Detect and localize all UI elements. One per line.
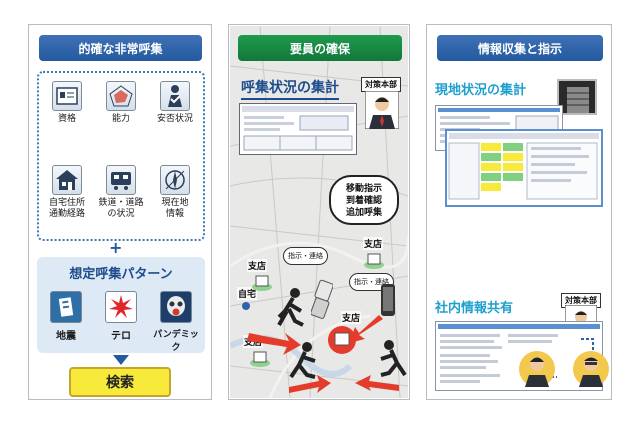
pandemic-pattern[interactable]: パンデミック (149, 291, 203, 353)
branch-building-icon (252, 275, 272, 291)
branch-label-1: 支店 (363, 237, 384, 250)
panel1-title: 的確な非常呼集 (39, 35, 202, 61)
id-card-icon (56, 87, 78, 105)
radar-chart-icon (109, 85, 133, 107)
internal-info-headline: 社内情報共有 (435, 301, 514, 316)
branch-building-icon (250, 351, 270, 367)
instruction-bubble: 移動指示 到着確認 追加呼集 (329, 175, 399, 225)
qualification-label: 資格 (57, 114, 76, 124)
panel3-title: 情報収集と指示 (437, 35, 603, 61)
search-button[interactable]: 検索 (69, 367, 171, 397)
instruction-cloud-1: 指示・連絡 (283, 247, 328, 265)
terror-pattern[interactable]: テロ (94, 291, 148, 342)
call-status-screen (239, 103, 357, 155)
panel2-title: 要員の確保 (238, 35, 402, 61)
hq-badge: 対策本部 (361, 77, 401, 92)
ability-label: 能力 (111, 114, 130, 124)
terror-label: テロ (111, 331, 131, 342)
home-address-label: 自宅住所 通勤経路 (48, 198, 85, 219)
running-person-icon (277, 288, 304, 327)
home-marker-icon (242, 302, 250, 310)
down-arrow-icon (113, 355, 129, 365)
info-collection-panel: 情報収集と指示 現地状況の集計 社内情 (426, 24, 612, 400)
branch-label-2: 支店 (247, 259, 268, 272)
movement-arrows (247, 315, 399, 393)
call-status-headline: 呼集状況の集計 (241, 77, 339, 100)
plus-sign: + (109, 238, 123, 257)
pandemic-label: パンデミック (153, 330, 199, 353)
gas-mask-icon (167, 296, 185, 316)
explosion-icon (109, 295, 133, 318)
emergency-call-panel: 的確な非常呼集 資格 能力 安否状況 (28, 24, 212, 400)
flip-phone-icon (311, 279, 333, 319)
railway-road-label: 鉄道・道路 の状況 (98, 198, 144, 219)
earthquake-pattern[interactable]: 地震 (39, 291, 93, 342)
personnel-secure-panel: 要員の確保 呼集状況の集計 対策本部 移動指示 到着確認 追加呼集 支店 支店 … (228, 24, 410, 400)
running-person-icon (380, 340, 407, 377)
railway-road-cell[interactable]: 鉄道・道路 の状況 (97, 165, 145, 220)
compass-icon (165, 170, 185, 190)
damaged-building-photo (557, 79, 597, 115)
home-address-cell[interactable]: 自宅住所 通勤経路 (43, 165, 91, 220)
branch-building-icon (364, 253, 384, 269)
person-check-icon (168, 85, 182, 107)
call-pattern-box: 想定呼集パターン 地震 テロ パンデミック (37, 257, 205, 353)
qualification-cell[interactable]: 資格 (43, 81, 91, 125)
attribute-icon-grid: 資格 能力 安否状況 自宅住所 通勤経路 (37, 71, 205, 241)
status-table-graphic (242, 106, 354, 151)
safety-status-cell[interactable]: 安否状況 (151, 81, 199, 125)
status-grid-graphic (448, 133, 599, 200)
building-collapse-icon (58, 297, 74, 317)
hq-officer-avatar (365, 91, 399, 129)
staff-avatar-1 (519, 351, 555, 387)
current-location-label: 現在地 情報 (161, 198, 189, 219)
house-icon (56, 170, 78, 190)
info-board-graphic (438, 324, 600, 383)
smartphone-icon (381, 284, 395, 316)
pattern-title: 想定呼集パターン (69, 267, 173, 282)
shared-info-board (435, 321, 603, 391)
home-label: 自宅 (237, 287, 258, 300)
earthquake-label: 地震 (56, 331, 76, 342)
train-icon (111, 172, 131, 190)
branch-label-3: 支店 (341, 311, 362, 324)
safety-status-label: 安否状況 (156, 114, 193, 124)
staff-avatar-2 (573, 351, 609, 387)
site-status-table (445, 129, 603, 207)
target-branch-icon (328, 326, 356, 354)
running-person-icon (289, 342, 316, 379)
site-status-headline: 現地状況の集計 (435, 83, 527, 98)
current-location-cell[interactable]: 現在地 情報 (151, 165, 199, 220)
ability-cell[interactable]: 能力 (97, 81, 145, 125)
